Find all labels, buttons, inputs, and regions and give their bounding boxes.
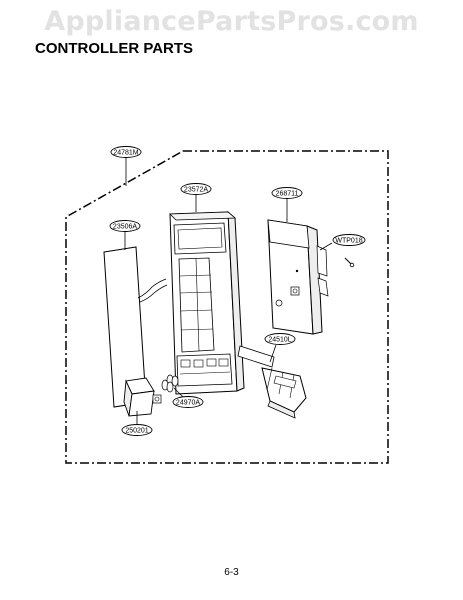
door-button-part (123, 377, 162, 417)
part-label-24970A: 24970A (176, 399, 200, 406)
callout-268711: 268711 (271, 187, 303, 199)
callout-24781M: 24781M (110, 146, 142, 158)
watermark: AppliancePartsPros.com (44, 6, 419, 37)
assembly-boundary (65, 150, 389, 464)
part-label-24781M: 24781M (113, 149, 138, 156)
page-title: CONTROLLER PARTS (35, 40, 194, 57)
callout-24970A: 24970A (172, 396, 204, 408)
callout-250201: 250201 (121, 424, 153, 436)
callout-24510L: 24510L (264, 333, 296, 345)
screw-part (344, 257, 355, 268)
part-label-250201: 250201 (125, 427, 148, 434)
callout-23572A: 23572A (180, 183, 212, 195)
part-label-23572A: 23572A (184, 186, 208, 193)
part-label-24510L: 24510L (268, 336, 291, 343)
spring-part (161, 374, 179, 393)
leader-lines (124, 157, 333, 424)
part-label-WTP018: WTP018 (335, 237, 362, 244)
pcb-assembly (267, 219, 329, 335)
page-number: 6-3 (224, 567, 239, 578)
bracket-part (237, 345, 307, 419)
part-label-23506A: 23506A (113, 223, 137, 230)
control-panel (169, 210, 245, 395)
part-label-268711: 268711 (276, 190, 299, 197)
callout-WTP018: WTP018 (332, 234, 366, 246)
callout-23506A: 23506A (109, 220, 141, 232)
